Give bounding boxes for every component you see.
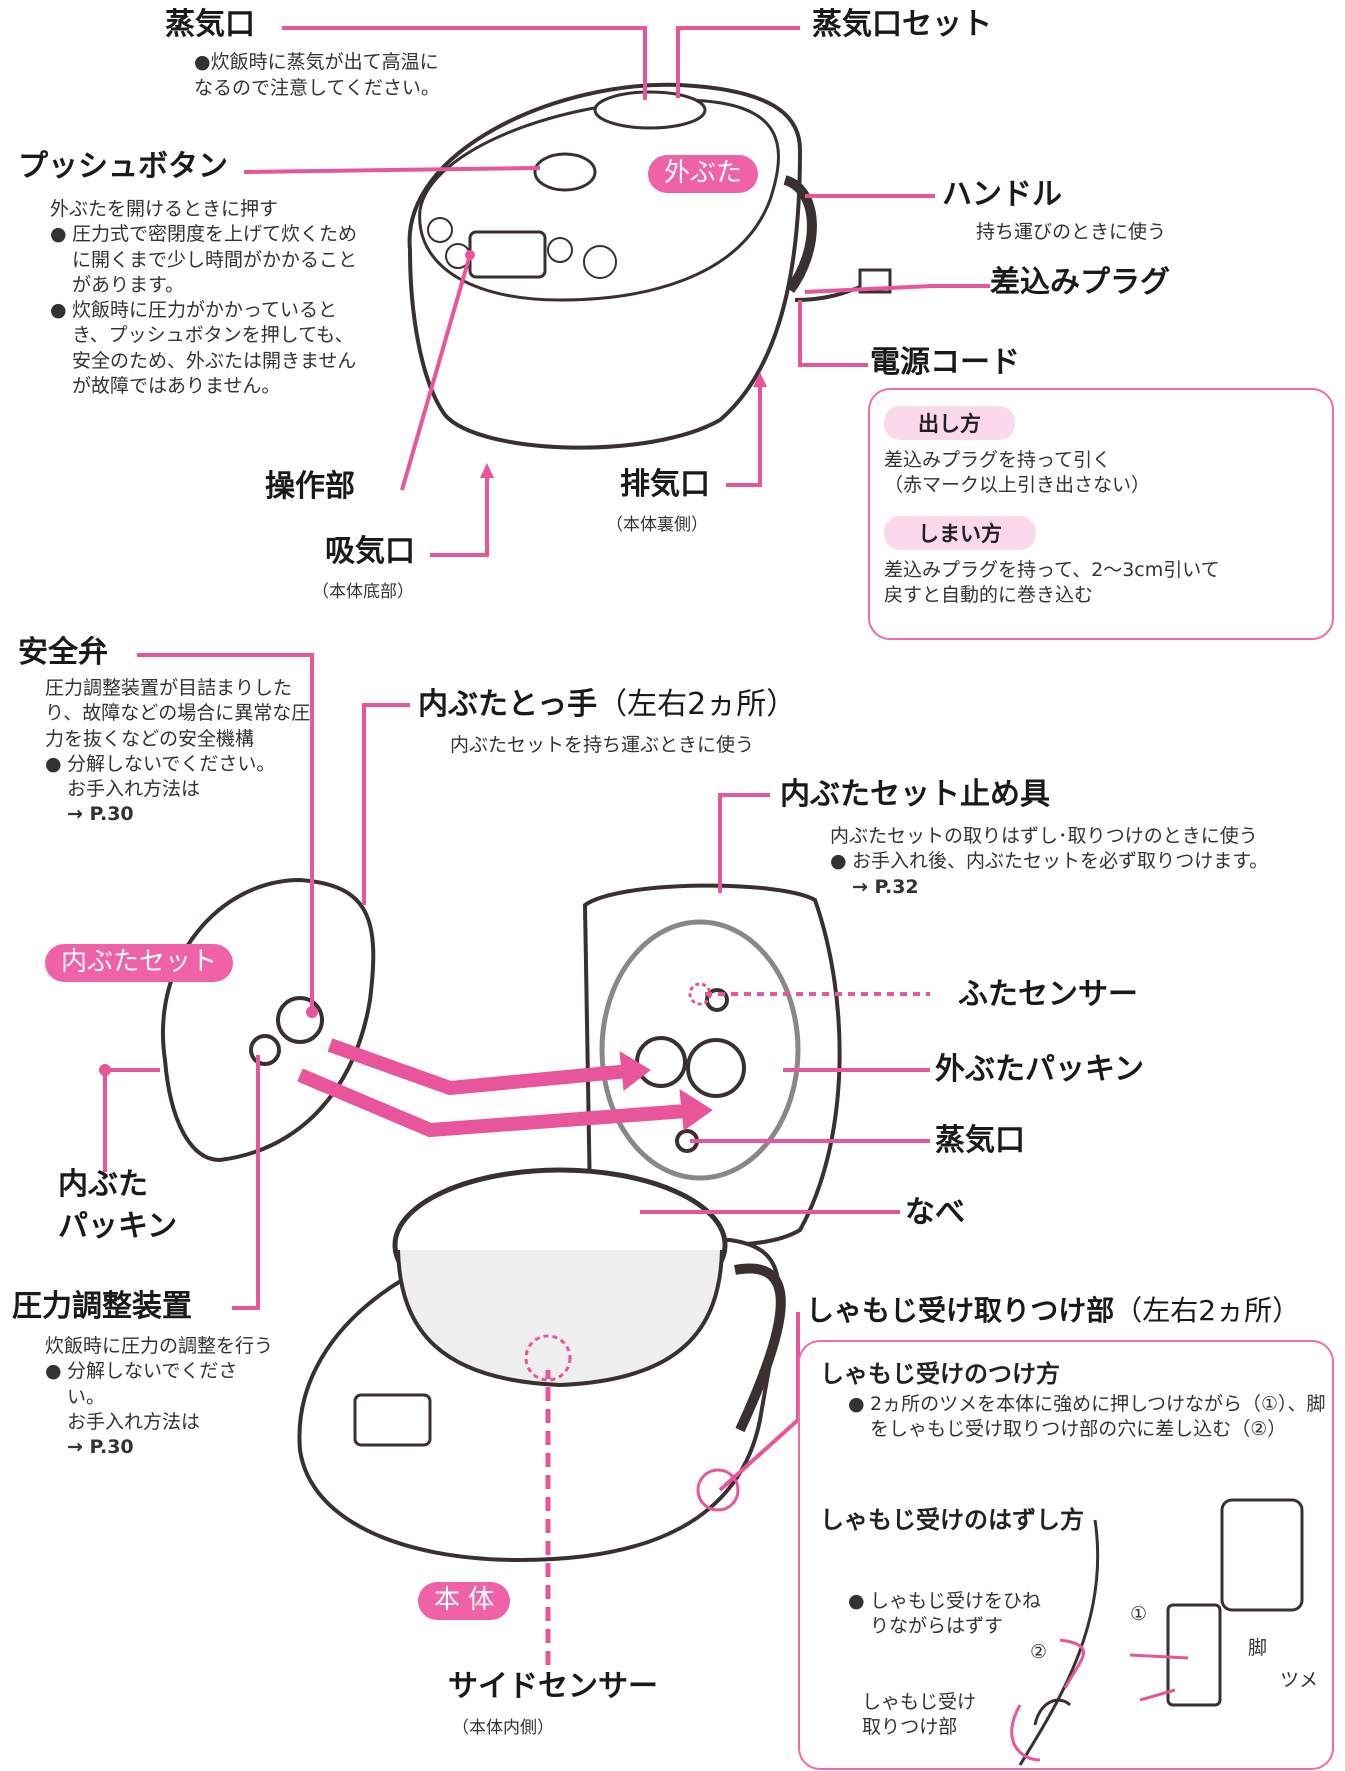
inner-lid-knob-name: 内ぶたとっ手 <box>418 687 598 722</box>
safety-valve-ref: → P.30 <box>67 803 134 826</box>
paddle-mount-paren: （左右2ヵ所） <box>1114 1294 1301 1327</box>
handle-label: ハンドル <box>942 177 1062 212</box>
lid-sensor-label: ふたセンサー <box>958 977 1138 1012</box>
inner-lid-stopper-label: 内ぶたセット止め具 <box>780 777 1050 812</box>
pressure-regulator-note: 炊飯時に圧力の調整を行う <box>45 1335 274 1357</box>
side-sensor-note: （本体内側） <box>452 1718 554 1738</box>
inner-lid-knob-paren: （左右2ヵ所） <box>597 687 797 722</box>
pull-chip: 出し方 <box>884 406 1015 440</box>
rice-cooker-open <box>297 883 842 1563</box>
control-panel-label: 操作部 <box>265 469 355 504</box>
paddle-detach-text: しゃもじ受けをひねりながらはずす <box>848 1589 1050 1640</box>
paddle-mount-name: しゃもじ受け取りつけ部 <box>806 1294 1115 1327</box>
intake-label: 吸気口 <box>325 534 415 569</box>
exhaust-note: （本体裏側） <box>606 515 708 535</box>
step-2-marker: ② <box>1030 1641 1048 1663</box>
push-button-note: 外ぶたを開けるときに押す <box>50 198 279 220</box>
step-1-marker: ① <box>1130 1603 1148 1625</box>
push-button-bullet-2: 炊飯時に圧力がかかっているとき、プッシュボタンを押しても、安全のため、外ぶたは開… <box>50 298 370 399</box>
outer-lid-badge: 外ぶた <box>648 155 759 193</box>
push-button-label: プッシュボタン <box>18 149 228 184</box>
inner-lid-drawing <box>161 877 376 1163</box>
inner-lid-stopper-ref: → P.32 <box>852 875 919 898</box>
pressure-regulator-notes: 炊飯時に圧力の調整を行う 分解しないでください。 お手入れ方法は → P.30 <box>45 1334 275 1460</box>
pressure-regulator-ref-intro: お手入れ方法は <box>67 1410 201 1433</box>
body-badge: 本 体 <box>418 1582 511 1620</box>
cord-info-box: 出し方 差込みプラグを持って引く （赤マーク以上引き出さない） しまい方 差込み… <box>868 388 1334 640</box>
inner-lid-set-badge: 内ぶたセット <box>45 944 234 982</box>
power-cord-label: 電源コード <box>870 345 1020 380</box>
inner-lid-stopper-note: 内ぶたセットの取りはずし･取りつけのときに使う <box>830 825 1258 847</box>
push-button-bullet-1: 圧力式で密閉度を上げて炊くために開くまで少し時間がかかることがあります。 <box>50 222 370 298</box>
inner-lid-packing-label-2: パッキン <box>58 1209 178 1244</box>
rice-cooker-closed <box>407 82 817 450</box>
steam-vent-set-label: 蒸気口セット <box>812 7 992 42</box>
pressure-regulator-bullet: 分解しないでください。 <box>45 1359 275 1410</box>
steam-vent-label: 蒸気口 <box>165 7 255 42</box>
safety-valve-note: 圧力調整装置が目詰まりしたり、故障などの場合に異常な圧力を抜くなどの安全機構 <box>45 677 311 750</box>
intake-note: （本体底部） <box>312 582 414 602</box>
store-chip: しまい方 <box>884 516 1036 550</box>
plug-label: 差込みプラグ <box>990 265 1170 300</box>
safety-valve-label: 安全弁 <box>18 635 108 670</box>
push-button-notes: 外ぶたを開けるときに押す 圧力式で密閉度を上げて炊くために開くまで少し時間がかか… <box>50 197 370 399</box>
store-text: 差込みプラグを持って、2〜3cm引いて 戻すと自動的に巻き込む <box>884 559 1220 607</box>
pressure-regulator-ref: → P.30 <box>67 1436 134 1459</box>
inner-pot-label: なべ <box>905 1195 965 1230</box>
inner-lid-knob-label: 内ぶたとっ手（左右2ヵ所） <box>418 688 796 721</box>
inner-lid-stopper-notes: 内ぶたセットの取りはずし･取りつけのときに使う お手入れ後、内ぶたセットを必ず取… <box>830 824 1330 900</box>
claw-label: ツメ <box>1280 1669 1319 1691</box>
pressure-regulator-label: 圧力調整装置 <box>12 1289 192 1324</box>
safety-valve-notes: 圧力調整装置が目詰まりしたり、故障などの場合に異常な圧力を抜くなどの安全機構 分… <box>45 676 315 828</box>
inner-lid-packing-label-1: 内ぶた <box>58 1167 148 1202</box>
paddle-holder-box <box>798 1340 1334 1770</box>
inner-lid-knob-note: 内ぶたセットを持ち運ぶときに使う <box>450 734 755 756</box>
paddle-mount-label: しゃもじ受け取りつけ部（左右2ヵ所） <box>806 1294 1301 1327</box>
paddle-attach-text: 2ヵ所のツメを本体に強めに押しつけながら（①）、脚をしゃもじ受け取りつけ部の穴に… <box>848 1392 1340 1443</box>
exhaust-label: 排気口 <box>620 467 710 502</box>
pull-text: 差込みプラグを持って引く （赤マーク以上引き出さない） <box>884 449 1151 497</box>
safety-valve-ref-intro: お手入れ方法は <box>67 778 201 801</box>
outer-lid-packing-label: 外ぶたパッキン <box>935 1052 1145 1087</box>
paddle-mount-small-label: しゃもじ受け 取りつけ部 <box>862 1691 977 1739</box>
leg-label: 脚 <box>1248 1637 1268 1659</box>
paddle-attach-title: しゃもじ受けのつけ方 <box>820 1360 1060 1388</box>
handle-note: 持ち運びのときに使う <box>976 221 1167 243</box>
side-sensor-label: サイドセンサー <box>448 1669 658 1704</box>
steam-vent-2-label: 蒸気口 <box>935 1123 1025 1158</box>
safety-valve-bullet: 分解しないでください。 <box>45 752 315 778</box>
inner-lid-stopper-bullet: お手入れ後、内ぶたセットを必ず取りつけます。 <box>830 849 1330 875</box>
paddle-holder-sketch <box>1018 1498 1304 1766</box>
steam-vent-note: ●炊飯時に蒸気が出て高温に なるので注意してください。 <box>194 51 440 99</box>
paddle-detach-title: しゃもじ受けのはずし方 <box>820 1506 1084 1534</box>
